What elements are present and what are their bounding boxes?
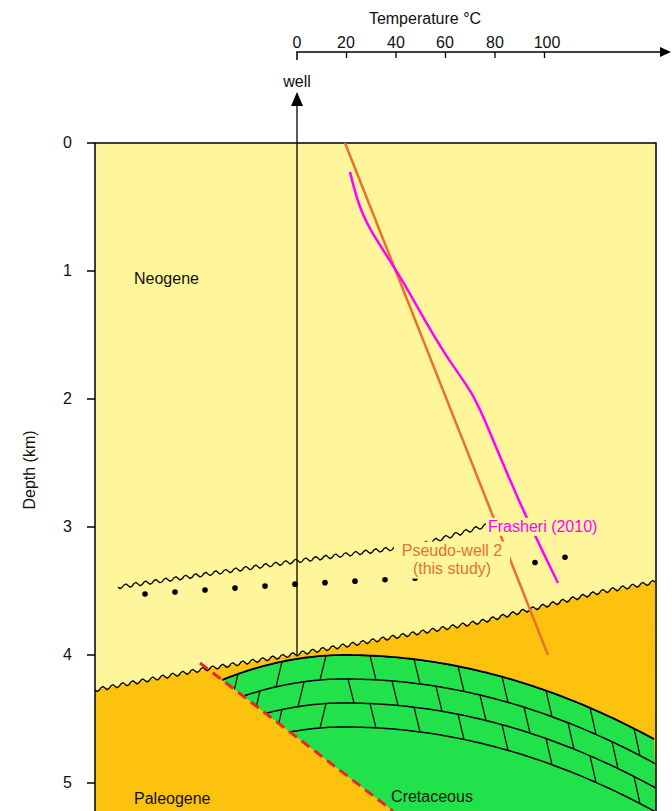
temp-axis (297, 52, 662, 60)
unit-label: Neogene (134, 270, 199, 288)
temp-tick (395, 52, 396, 58)
limestone-layers (144, 655, 662, 811)
brick-joint (320, 704, 326, 728)
brick-joint (634, 728, 640, 755)
brick-joint (348, 679, 354, 703)
brick-joint (524, 707, 530, 733)
tick-label: 0 (293, 34, 302, 52)
horizon-dot (262, 583, 268, 589)
brick-joint (298, 682, 304, 707)
brick-joint (414, 707, 420, 732)
well-label: well (283, 73, 311, 91)
brick-joint (612, 742, 618, 769)
tick-label: 0 (63, 134, 72, 152)
tick-label: 4 (63, 646, 72, 664)
horizon-dot (382, 577, 388, 583)
tick-label: 80 (486, 34, 504, 52)
tick-label: 40 (387, 34, 405, 52)
horizon-dot (202, 587, 208, 593)
horizon-dot (142, 591, 148, 597)
horizon-dot (532, 560, 538, 566)
temp-tick (346, 52, 347, 58)
brick-joint (210, 706, 216, 733)
neogene-fill (95, 143, 656, 811)
brick-joint (656, 764, 662, 791)
temp-arrow (660, 47, 671, 57)
brick-joint (458, 714, 464, 739)
brick-joint (370, 656, 376, 680)
anticline-top (222, 655, 654, 739)
brick-joint (436, 686, 442, 711)
brick-joint (546, 739, 552, 765)
brick-joint (480, 695, 486, 720)
well-arrow (291, 92, 303, 106)
depth-tick (87, 398, 95, 400)
axis-title: Depth (km) (21, 430, 39, 509)
brick-joint (232, 722, 238, 748)
depth-tick (87, 782, 95, 784)
tick-label: 5 (63, 774, 72, 792)
curve-label: Frasheri (2010) (486, 518, 599, 536)
layer-line (150, 727, 658, 811)
brick-joint (370, 704, 376, 728)
horizon-dot (352, 578, 358, 584)
tick-label: 3 (63, 518, 72, 536)
depth-tick (87, 270, 95, 272)
horizon-dot (232, 585, 238, 591)
depth-tick (87, 654, 95, 656)
brick-joint (276, 662, 282, 687)
tick-label: 20 (337, 34, 355, 52)
brick-joint (590, 708, 596, 735)
brick-joint (502, 725, 508, 751)
brick-joint (166, 728, 172, 755)
brick-joint (414, 659, 420, 684)
frame (95, 143, 656, 811)
brick-joint (568, 723, 574, 749)
brick-joint (188, 741, 194, 768)
brick-joint (634, 776, 640, 803)
unit-label: Cretaceous (391, 788, 473, 806)
brick-joint (144, 718, 150, 746)
brick-joint (320, 656, 326, 680)
temp-tick (445, 52, 446, 58)
depth-tick (87, 142, 95, 144)
axis-title: Temperature °C (369, 10, 481, 28)
tick-label: 2 (63, 390, 72, 408)
pseudo-well-profile (345, 143, 548, 655)
depth-tick (87, 526, 95, 528)
horizon-dot (172, 589, 178, 595)
tick-label: 100 (534, 34, 561, 52)
brick-joint (458, 666, 464, 691)
brick-joint (546, 691, 552, 717)
unit-label: Paleogene (134, 790, 211, 808)
fault (200, 663, 393, 811)
curve-label: Pseudo-well 2 (this study) (394, 542, 510, 579)
tick-label: 60 (436, 34, 454, 52)
brick-joint (590, 756, 596, 783)
horizon-dot (562, 555, 568, 561)
unconformity (95, 581, 655, 692)
brick-joint (392, 681, 398, 706)
paleogene-fill (95, 582, 656, 811)
temp-tick (544, 52, 545, 58)
well-line (296, 104, 297, 655)
brick-joint (502, 677, 508, 703)
tick-label: 1 (63, 262, 72, 280)
brick-joint (188, 693, 194, 720)
temp-tick (494, 52, 495, 58)
brick-joint (144, 766, 150, 794)
horizon-dot (322, 580, 328, 586)
